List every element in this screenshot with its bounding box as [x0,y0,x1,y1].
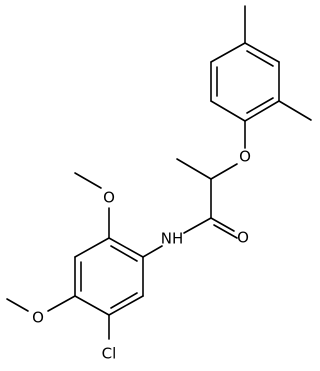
propanamide-chain [176,120,246,239]
dimethylphenyl-ring [210,5,312,122]
double-bond-inner [246,97,274,114]
double-bond-inner [110,245,138,262]
bond [210,42,246,63]
bond [210,163,238,180]
methoxy-oxygen-top-label: O [103,189,115,207]
carbonyl-oxygen-label: O [237,229,249,247]
ether-oxygen-label: O [239,148,251,166]
bond [74,295,110,316]
bond [244,42,280,63]
double-bond-inner [110,292,138,309]
methoxy-bond [47,295,76,312]
bond [183,217,212,234]
methoxy-bond [74,172,102,189]
carbonyl-bond [213,224,238,239]
carbonyl-bond [210,217,235,232]
bond [108,237,144,258]
double-bond-inner [246,50,274,67]
bond [176,158,212,180]
bond [74,237,110,258]
methoxy-oxygen-bottom-label: O [32,309,44,327]
bond [244,100,280,122]
chloro-dimethoxyphenyl-ring [6,172,163,340]
amide-nh-label: NH [161,230,184,248]
bond [108,295,144,316]
chlorine-label: Cl [102,345,117,363]
bond [142,245,163,258]
atom-labels: O O NH O O Cl [32,148,251,363]
methyl-bond [278,100,312,121]
bond [210,100,246,122]
methoxy-bond [6,298,29,312]
